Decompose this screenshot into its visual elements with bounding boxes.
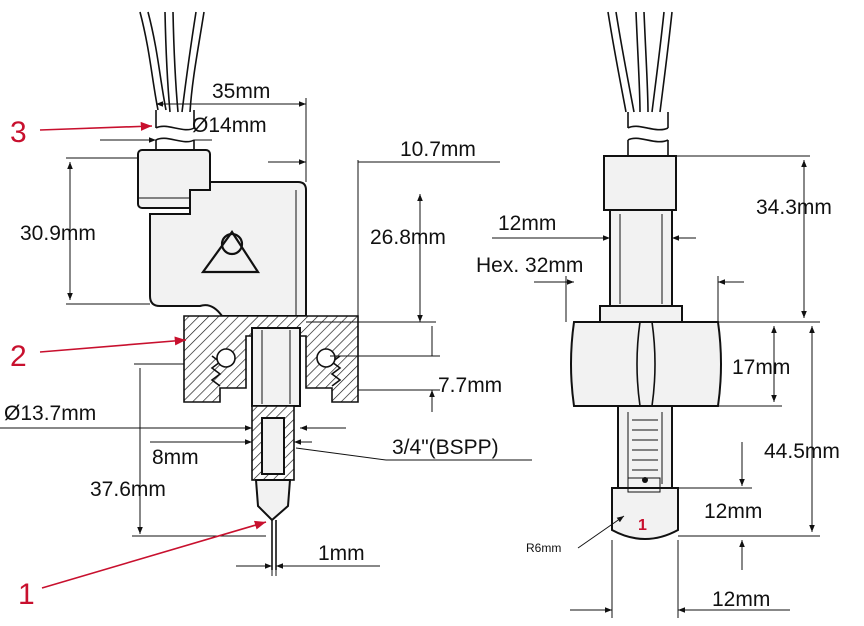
switch-housing [149,181,307,317]
dim-37-6mm: 37.6mm [90,478,166,501]
callout-2: 2 [10,340,27,373]
cable-wires-left [139,11,205,113]
dim-26-8mm: 26.8mm [370,226,446,249]
dim-dia-13-7mm: Ø13.7mm [4,402,96,425]
dim-10-7mm: 10.7mm [400,138,476,161]
callout-3: 3 [10,116,27,149]
dim-12mm-top: 12mm [498,212,556,235]
o-ring-right [316,348,336,368]
hex-nut [570,321,722,407]
callout-labels: 3 2 1 1 [10,116,647,611]
dim-12mm-bottom: 12mm [712,588,770,611]
cable-wires-right [607,11,673,113]
dim-1mm: 1mm [318,542,365,565]
warning-triangle-logo [200,230,261,274]
dim-34-3mm: 34.3mm [756,196,832,219]
dim-8mm: 8mm [152,446,199,469]
cable-jacket-left [155,110,195,150]
dimension-lines [0,98,820,618]
probe-stem [251,405,295,570]
callout-leaders [39,121,267,589]
core-tube [251,327,301,407]
hex-washer [599,305,683,323]
right-view [570,11,722,540]
dim-44-5mm: 44.5mm [764,440,840,463]
dim-thread-bspp: 3/4"(BSPP) [392,436,499,459]
grommet-right [603,155,677,211]
slotted-probe [611,405,679,540]
dim-r6mm: R6mm [526,541,561,555]
o-ring-left [216,348,236,368]
cable-jacket-right [627,112,669,156]
callout-1-tip: 1 [638,517,647,534]
dim-7-7mm: 7.7mm [438,374,502,397]
dim-hex-32mm: Hex. 32mm [476,254,583,277]
dim-dia-14mm: Ø14mm [192,114,267,137]
dim-35mm: 35mm [212,80,270,103]
stem-right [609,209,673,307]
fitting-body-section [183,315,359,403]
dimension-labels: 35mm Ø14mm 10.7mm 30.9mm 26.8mm 7.7mm Ø1… [4,80,840,611]
callout-1: 1 [18,578,35,611]
dim-12mm-right: 12mm [704,500,762,523]
dim-30-9mm: 30.9mm [20,222,96,245]
dim-17mm: 17mm [732,356,790,379]
left-view [137,11,359,570]
